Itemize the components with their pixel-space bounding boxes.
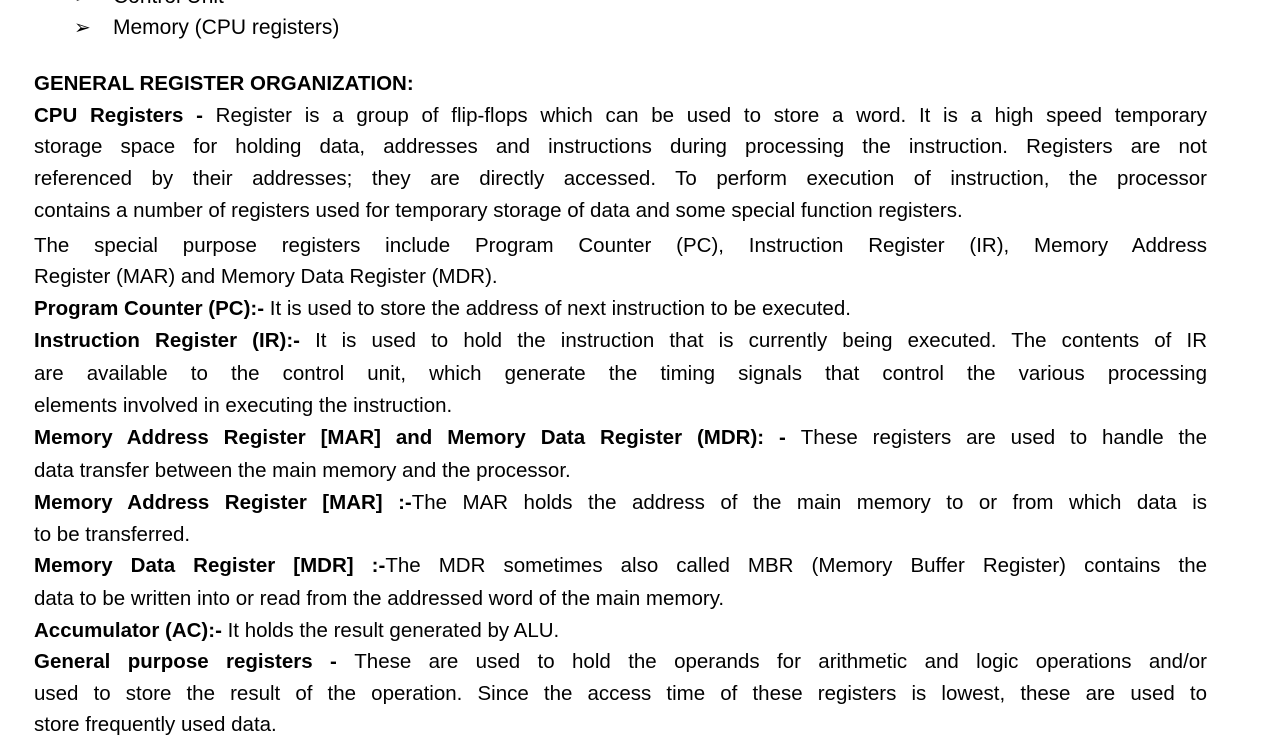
- body-text: referenced by their addresses; they are …: [34, 167, 1207, 190]
- paragraph-line: store frequently used data.: [34, 712, 1207, 738]
- body-text: These registers are used to handle the: [800, 426, 1207, 449]
- term-label: GENERAL REGISTER ORGANIZATION:: [34, 72, 414, 95]
- body-text: store frequently used data.: [34, 713, 277, 736]
- body-text: used to store the result of the operatio…: [34, 682, 1207, 705]
- body-text: are available to the control unit, which…: [34, 362, 1207, 385]
- body-text: The MAR holds the address of the main me…: [411, 491, 1207, 514]
- paragraph-line: Memory Address Register [MAR] and Memory…: [34, 425, 1207, 451]
- paragraph-line: Memory Data Register [MDR] :-The MDR som…: [34, 553, 1207, 579]
- paragraph-line: data transfer between the main memory an…: [34, 458, 1207, 484]
- body-text: data to be written into or read from the…: [34, 587, 725, 610]
- paragraph-line: Instruction Register (IR):- It is used t…: [34, 328, 1207, 354]
- paragraph-line: General purpose registers - These are us…: [34, 649, 1207, 675]
- term-label: Program Counter (PC):-: [34, 297, 270, 320]
- body-text: The MDR sometimes also called MBR (Memor…: [385, 554, 1207, 577]
- paragraph-line: Memory Address Register [MAR] :-The MAR …: [34, 490, 1207, 516]
- term-label: Memory Address Register [MAR] and Memory…: [34, 426, 801, 449]
- paragraph-line: storage space for holding data, addresse…: [34, 134, 1207, 160]
- paragraph-line: The special purpose registers include Pr…: [34, 233, 1207, 259]
- term-label: Instruction Register (IR):-: [34, 329, 316, 352]
- term-label: Accumulator (AC):-: [34, 619, 228, 642]
- term-label: Memory Data Register [MDR] :-: [34, 554, 386, 577]
- body-text: data transfer between the main memory an…: [34, 459, 571, 482]
- body-text: It is used to store the address of next …: [269, 297, 851, 320]
- paragraph-line: to be transferred.: [34, 522, 1207, 548]
- paragraph-line: referenced by their addresses; they are …: [34, 166, 1207, 192]
- body-text: storage space for holding data, addresse…: [34, 135, 1207, 158]
- body-text: to be transferred.: [34, 523, 191, 546]
- arrowhead-bullet-icon: ➢: [74, 0, 91, 10]
- term-label: General purpose registers -: [34, 650, 355, 673]
- body-text: It holds the result generated by ALU.: [227, 619, 560, 642]
- body-text: These are used to hold the operands for …: [354, 650, 1207, 673]
- paragraph-line: Program Counter (PC):- It is used to sto…: [34, 296, 1207, 322]
- arrowhead-bullet-icon: ➢: [74, 17, 91, 39]
- bullet-item-text: Control Unit: [113, 0, 224, 10]
- paragraph-line: Register (MAR) and Memory Data Register …: [34, 264, 1207, 290]
- body-text: The special purpose registers include Pr…: [34, 234, 1207, 257]
- body-text: Register (MAR) and Memory Data Register …: [34, 265, 498, 288]
- paragraph-line: data to be written into or read from the…: [34, 586, 1207, 612]
- paragraph-line: Accumulator (AC):- It holds the result g…: [34, 618, 1207, 644]
- term-label: CPU Registers -: [34, 104, 216, 127]
- bullet-item-text: Memory (CPU registers): [113, 16, 340, 39]
- body-text: Register is a group of flip-flops which …: [215, 104, 1207, 127]
- paragraph-line: contains a number of registers used for …: [34, 198, 1207, 224]
- body-text: It is used to hold the instruction that …: [315, 329, 1207, 352]
- body-text: contains a number of registers used for …: [34, 199, 963, 222]
- paragraph-line: are available to the control unit, which…: [34, 361, 1207, 387]
- paragraph-line: elements involved in executing the instr…: [34, 393, 1207, 419]
- body-text: elements involved in executing the instr…: [34, 394, 453, 417]
- section-heading: GENERAL REGISTER ORGANIZATION:: [34, 71, 1207, 97]
- paragraph-line: used to store the result of the operatio…: [34, 681, 1207, 707]
- paragraph-line: CPU Registers - Register is a group of f…: [34, 103, 1207, 129]
- term-label: Memory Address Register [MAR] :-: [34, 491, 412, 514]
